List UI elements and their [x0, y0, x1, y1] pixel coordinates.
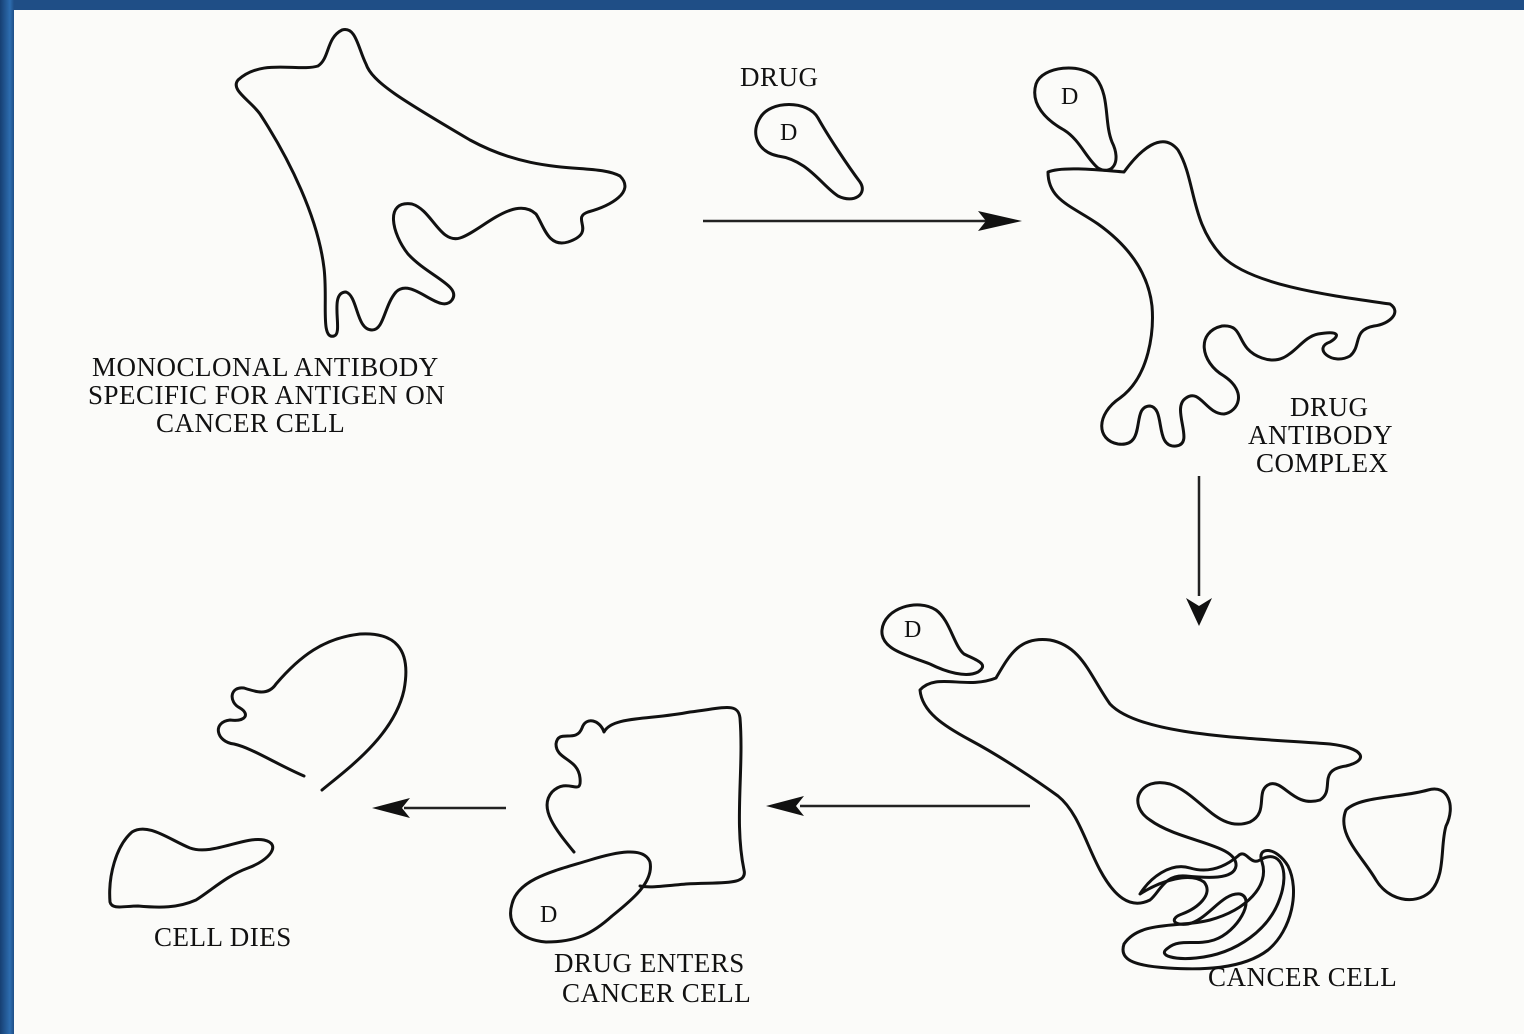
drug-marker-d: D — [780, 120, 797, 146]
cancer-cell-shape — [1123, 850, 1294, 968]
arrow-left-head-1 — [766, 796, 804, 816]
antibody-label-1: MONOCLONAL ANTIBODY — [92, 352, 439, 382]
complex-label-3: COMPLEX — [1256, 448, 1389, 478]
bound-drug-shape — [882, 605, 983, 675]
complex-label-2: ANTIBODY — [1248, 420, 1393, 450]
monoclonal-antibody-shape — [236, 30, 625, 337]
drug-label: DRUG — [740, 62, 819, 92]
free-cancer-cell-shape — [1344, 789, 1451, 900]
complex-drug-marker-d: D — [1061, 84, 1078, 110]
drug-shape — [756, 105, 863, 199]
dead-cell-fragment-upper — [218, 634, 406, 790]
entering-drug-marker-d: D — [540, 902, 557, 928]
antibody-label-2: SPECIFIC FOR ANTIGEN ON — [88, 380, 445, 410]
drug-enters-label-2: CANCER CELL — [562, 978, 751, 1008]
entering-cell-shape — [547, 708, 744, 887]
entering-drug-shape — [511, 852, 651, 942]
complex-label-1: DRUG — [1290, 392, 1369, 422]
drug-enters-label-1: DRUG ENTERS — [554, 948, 745, 978]
arrow-down-head — [1186, 598, 1212, 626]
bound-antibody-shape — [920, 639, 1361, 903]
cancer-cell-label: CANCER CELL — [1208, 962, 1397, 992]
cell-dies-label: CELL DIES — [154, 922, 292, 952]
antibody-label-3: CANCER CELL — [156, 408, 345, 438]
dead-cell-fragment-lower — [110, 829, 273, 907]
bound-drug-marker-d: D — [904, 617, 921, 643]
